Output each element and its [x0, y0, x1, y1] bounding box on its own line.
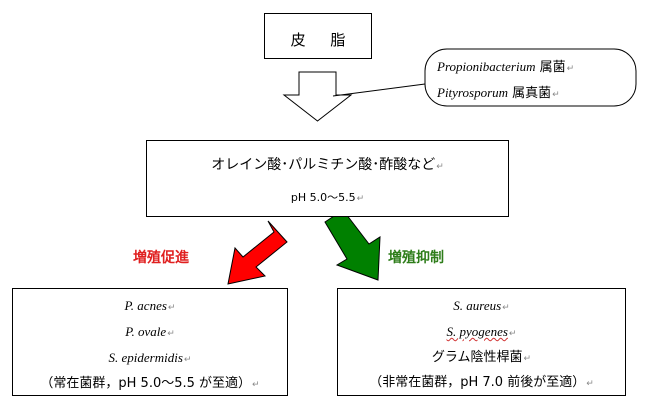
- resident-flora-box: P. acnes↵ P. ovale↵ S. epidermidis↵ （常在菌…: [12, 288, 288, 396]
- callout-line-2-suffix: 属真菌: [508, 86, 552, 101]
- return-mark-icon: ↵: [356, 194, 365, 204]
- callout-line-1: Propionibacterium 属菌↵: [437, 55, 574, 81]
- fatty-acids-title: オレイン酸･パルミチン酸･酢酸など↵: [147, 154, 508, 174]
- fatty-acids-title-text: オレイン酸･パルミチン酸･酢酸など: [211, 157, 436, 173]
- promote-label: 増殖促進: [133, 250, 189, 266]
- inhibit-arrow: [324, 209, 381, 281]
- resident-flora-note: （常在菌群，pH 5.0～5.5 が至適）: [40, 376, 252, 391]
- inhibit-label: 増殖抑制: [388, 250, 444, 266]
- list-item: グラム陰性桿菌↵: [338, 346, 625, 371]
- return-mark-icon: ↵: [523, 354, 532, 364]
- promote-arrow: [227, 220, 288, 285]
- genus-pityrosporum: Pityrosporum: [437, 85, 509, 100]
- species-s-epidermidis: S. epidermidis: [108, 350, 183, 365]
- species-s-aureus: S. aureus: [453, 298, 502, 313]
- down-arrow: [282, 71, 353, 122]
- return-mark-icon: ↵: [252, 380, 260, 390]
- genus-propionibacterium: Propionibacterium: [437, 59, 536, 74]
- callout-line-1-suffix: 属菌: [535, 60, 566, 75]
- sebum-label: 皮 脂: [290, 31, 356, 49]
- list-item: P. acnes↵: [13, 294, 287, 320]
- resident-flora-list: P. acnes↵ P. ovale↵ S. epidermidis↵ （常在菌…: [13, 294, 287, 397]
- list-item: （常在菌群，pH 5.0～5.5 が至適）↵: [13, 372, 287, 397]
- callout-text: Propionibacterium 属菌↵ Pityrosporum 属真菌↵: [437, 55, 574, 107]
- list-item: （非常在菌群，pH 7.0 前後が至適）↵: [338, 371, 625, 396]
- return-mark-icon: ↵: [552, 90, 560, 100]
- species-s-pyogenes: S. pyogenes: [446, 324, 508, 339]
- fatty-acids-box: オレイン酸･パルミチン酸･酢酸など↵ pH 5.0～5.5↵: [146, 140, 509, 217]
- return-mark-icon: ↵: [502, 303, 510, 313]
- list-item: S. epidermidis↵: [13, 346, 287, 372]
- callout-line-2: Pityrosporum 属真菌↵: [437, 81, 574, 107]
- list-item: S. aureus↵: [338, 294, 625, 320]
- return-mark-icon: ↵: [167, 329, 175, 339]
- return-mark-icon: ↵: [566, 64, 575, 74]
- transient-flora-box: S. aureus↵ S. pyogenes↵ グラム陰性桿菌↵ （非常在菌群，…: [337, 288, 626, 396]
- gram-negative-rods: グラム陰性桿菌: [431, 350, 523, 365]
- transient-flora-list: S. aureus↵ S. pyogenes↵ グラム陰性桿菌↵ （非常在菌群，…: [338, 294, 625, 396]
- ph-range: pH 5.0～5.5↵: [147, 189, 508, 205]
- return-mark-icon: ↵: [436, 162, 444, 172]
- callout-bubble: [424, 48, 637, 107]
- ph-range-text: pH 5.0～5.5: [290, 191, 356, 204]
- return-mark-icon: ↵: [183, 355, 192, 365]
- list-item: P. ovale↵: [13, 320, 287, 346]
- list-item: S. pyogenes↵: [338, 320, 625, 346]
- callout-pointer: [332, 83, 426, 97]
- return-mark-icon: ↵: [586, 379, 594, 389]
- transient-flora-note: （非常在菌群，pH 7.0 前後が至適）: [369, 375, 586, 390]
- return-mark-icon: ↵: [508, 329, 517, 339]
- species-p-acnes: P. acnes: [124, 298, 167, 313]
- species-p-ovale: P. ovale: [125, 324, 167, 339]
- return-mark-icon: ↵: [167, 303, 176, 313]
- sebum-box: 皮 脂: [264, 13, 372, 59]
